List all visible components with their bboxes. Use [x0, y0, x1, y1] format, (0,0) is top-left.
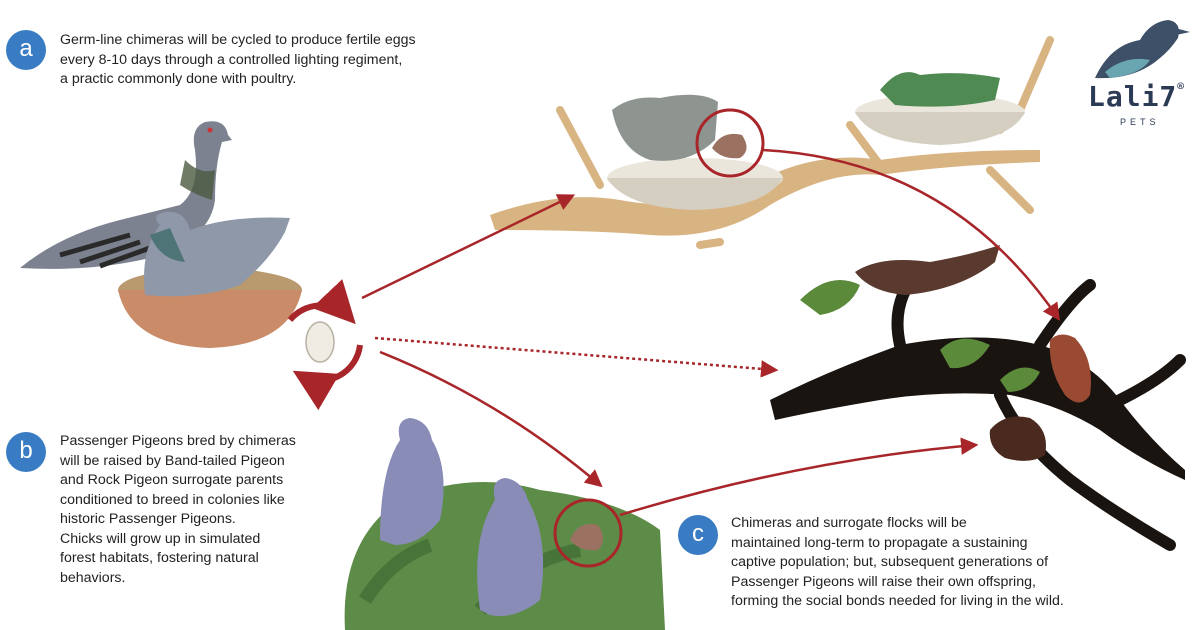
branch-nests — [490, 36, 1054, 249]
logo-registered-mark: ® — [1177, 80, 1185, 93]
wild-tree — [770, 245, 1186, 551]
arrow-foliage-to-tree — [619, 437, 979, 517]
arrow-to-nests — [361, 194, 576, 300]
step-caption-c: Chimeras and surrogate flocks will be ma… — [731, 515, 1064, 609]
step-caption-a: Germ-line chimeras will be cycled to pro… — [60, 32, 416, 87]
step-badge-b: b — [6, 432, 46, 472]
egg-cycle — [287, 279, 363, 411]
flow-arrows — [361, 148, 1060, 517]
logo-name-text: Lali7 — [1088, 80, 1178, 113]
arrow-to-foliage — [379, 350, 603, 488]
egg-icon — [305, 321, 335, 363]
step-caption-b: Passenger Pigeons bred by chimeras will … — [60, 433, 296, 586]
logo-pigeon-icon — [1095, 20, 1190, 79]
arrow-dotted-to-wild — [374, 336, 779, 378]
logo-sub: PETS — [1120, 117, 1160, 127]
step-badge-a: a — [6, 30, 46, 70]
chimera-pigeons-nest — [20, 121, 302, 348]
surrogate-foliage — [344, 418, 665, 630]
arrow-nest-to-tree — [762, 148, 1060, 321]
logo-name: Lali7® — [1088, 80, 1185, 113]
step-badge-c: c — [678, 515, 718, 555]
